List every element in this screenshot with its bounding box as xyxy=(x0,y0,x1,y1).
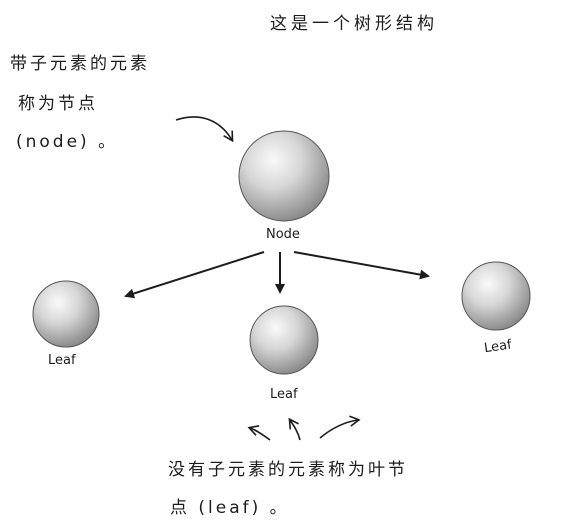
leaf-pointer-arrow-middle xyxy=(288,417,301,441)
leaf-middle-label: Leaf xyxy=(270,387,298,402)
root-node-label: Node xyxy=(266,227,300,242)
leaf-note-line-2: 点 (leaf) 。 xyxy=(170,498,290,518)
node-note-line-1: 带子元素的元素 xyxy=(10,54,150,74)
node-pointer-arrow xyxy=(175,116,234,143)
leaf-note-line-1: 没有子元素的元素称为叶节 xyxy=(168,460,408,480)
leaf-pointer-arrow-right xyxy=(319,415,361,439)
root-node-sphere xyxy=(238,130,330,222)
leaf-right-sphere xyxy=(461,261,531,331)
node-note-line-2: 称为节点 xyxy=(18,94,98,114)
leaf-left-sphere xyxy=(32,280,100,348)
edge-to-left-leaf xyxy=(124,251,265,299)
leaf-left-label: Leaf xyxy=(48,353,76,368)
diagram-title: 这是一个树形结构 xyxy=(270,14,438,34)
leaf-pointer-arrow-left xyxy=(247,425,271,441)
node-note-line-3: (node) 。 xyxy=(16,132,119,152)
leaf-right-label: Leaf xyxy=(483,337,513,356)
edge-to-right-leaf xyxy=(293,251,430,280)
leaf-middle-sphere xyxy=(249,305,319,375)
